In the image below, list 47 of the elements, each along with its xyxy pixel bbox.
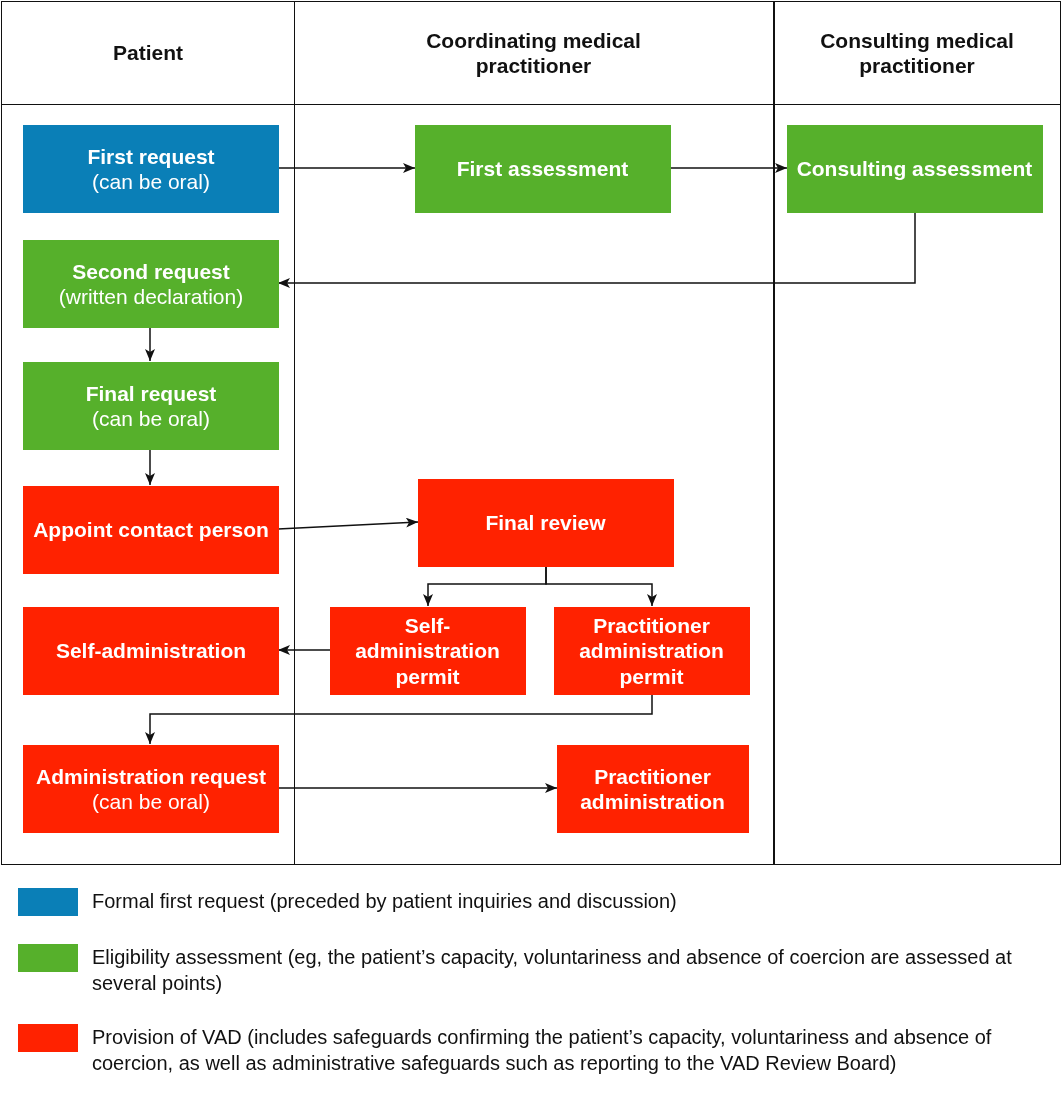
arrow [277, 783, 558, 793]
process-box [329, 607, 526, 695]
arrow [277, 211, 916, 288]
arrow [145, 326, 155, 362]
legend-text: Eligibility assessment (eg, the patient’s capacity, voluntariness and absence of coercion are assessed at several points) [92, 945, 1013, 997]
arrow [670, 163, 788, 173]
process-box [23, 607, 279, 695]
process-box [417, 479, 674, 567]
lane-header: Consulting medical practitioner [819, 27, 1015, 79]
box-title: Self-administration permit [354, 613, 501, 689]
arrow [277, 163, 416, 173]
box-note: (can be oral) [92, 789, 210, 815]
box-title: Self-administration [55, 638, 247, 664]
arrow [145, 448, 155, 486]
process-box [556, 745, 749, 833]
box-title: Consulting assessment [796, 156, 1033, 182]
process-box [23, 362, 279, 450]
process-box [23, 745, 279, 833]
lane-header: Patient [113, 40, 183, 66]
box-note: (written declaration) [58, 284, 244, 310]
process-box [23, 486, 279, 574]
box-title: Administration request [36, 763, 266, 789]
swimlane [293, 1, 774, 865]
arrow [545, 565, 657, 607]
process-box [414, 125, 671, 213]
process-box [553, 607, 750, 695]
arrow [145, 693, 653, 745]
box-title: Practitioner administration permit [578, 613, 725, 689]
box-note: (can be oral) [92, 406, 210, 432]
arrow [277, 645, 331, 655]
box-title: Final request [85, 380, 217, 406]
legend-text: Formal first request (preceded by patient inquiries and discussion) [92, 889, 677, 914]
process-box [786, 125, 1043, 213]
box-note: (can be oral) [92, 169, 210, 195]
swimlane [773, 1, 1061, 865]
box-title: First request [87, 143, 215, 169]
box-title: Second request [72, 258, 230, 284]
box-title: Final review [485, 510, 606, 536]
box-title: Practitioner administration [579, 763, 726, 815]
legend-text: Provision of VAD (includes safeguards confirming the patient’s capacity, voluntariness and absence of coercion, as well as administrative safeguards such as reporting to the VAD Review Board) [92, 1025, 993, 1077]
process-box [23, 125, 279, 213]
box-title: Appoint contact person [33, 517, 269, 543]
arrow [277, 517, 419, 530]
process-box [23, 240, 279, 328]
swimlane [1, 1, 295, 865]
lane-header: Coordinating medical practitioner [425, 27, 642, 79]
box-title: First assessment [456, 156, 629, 182]
